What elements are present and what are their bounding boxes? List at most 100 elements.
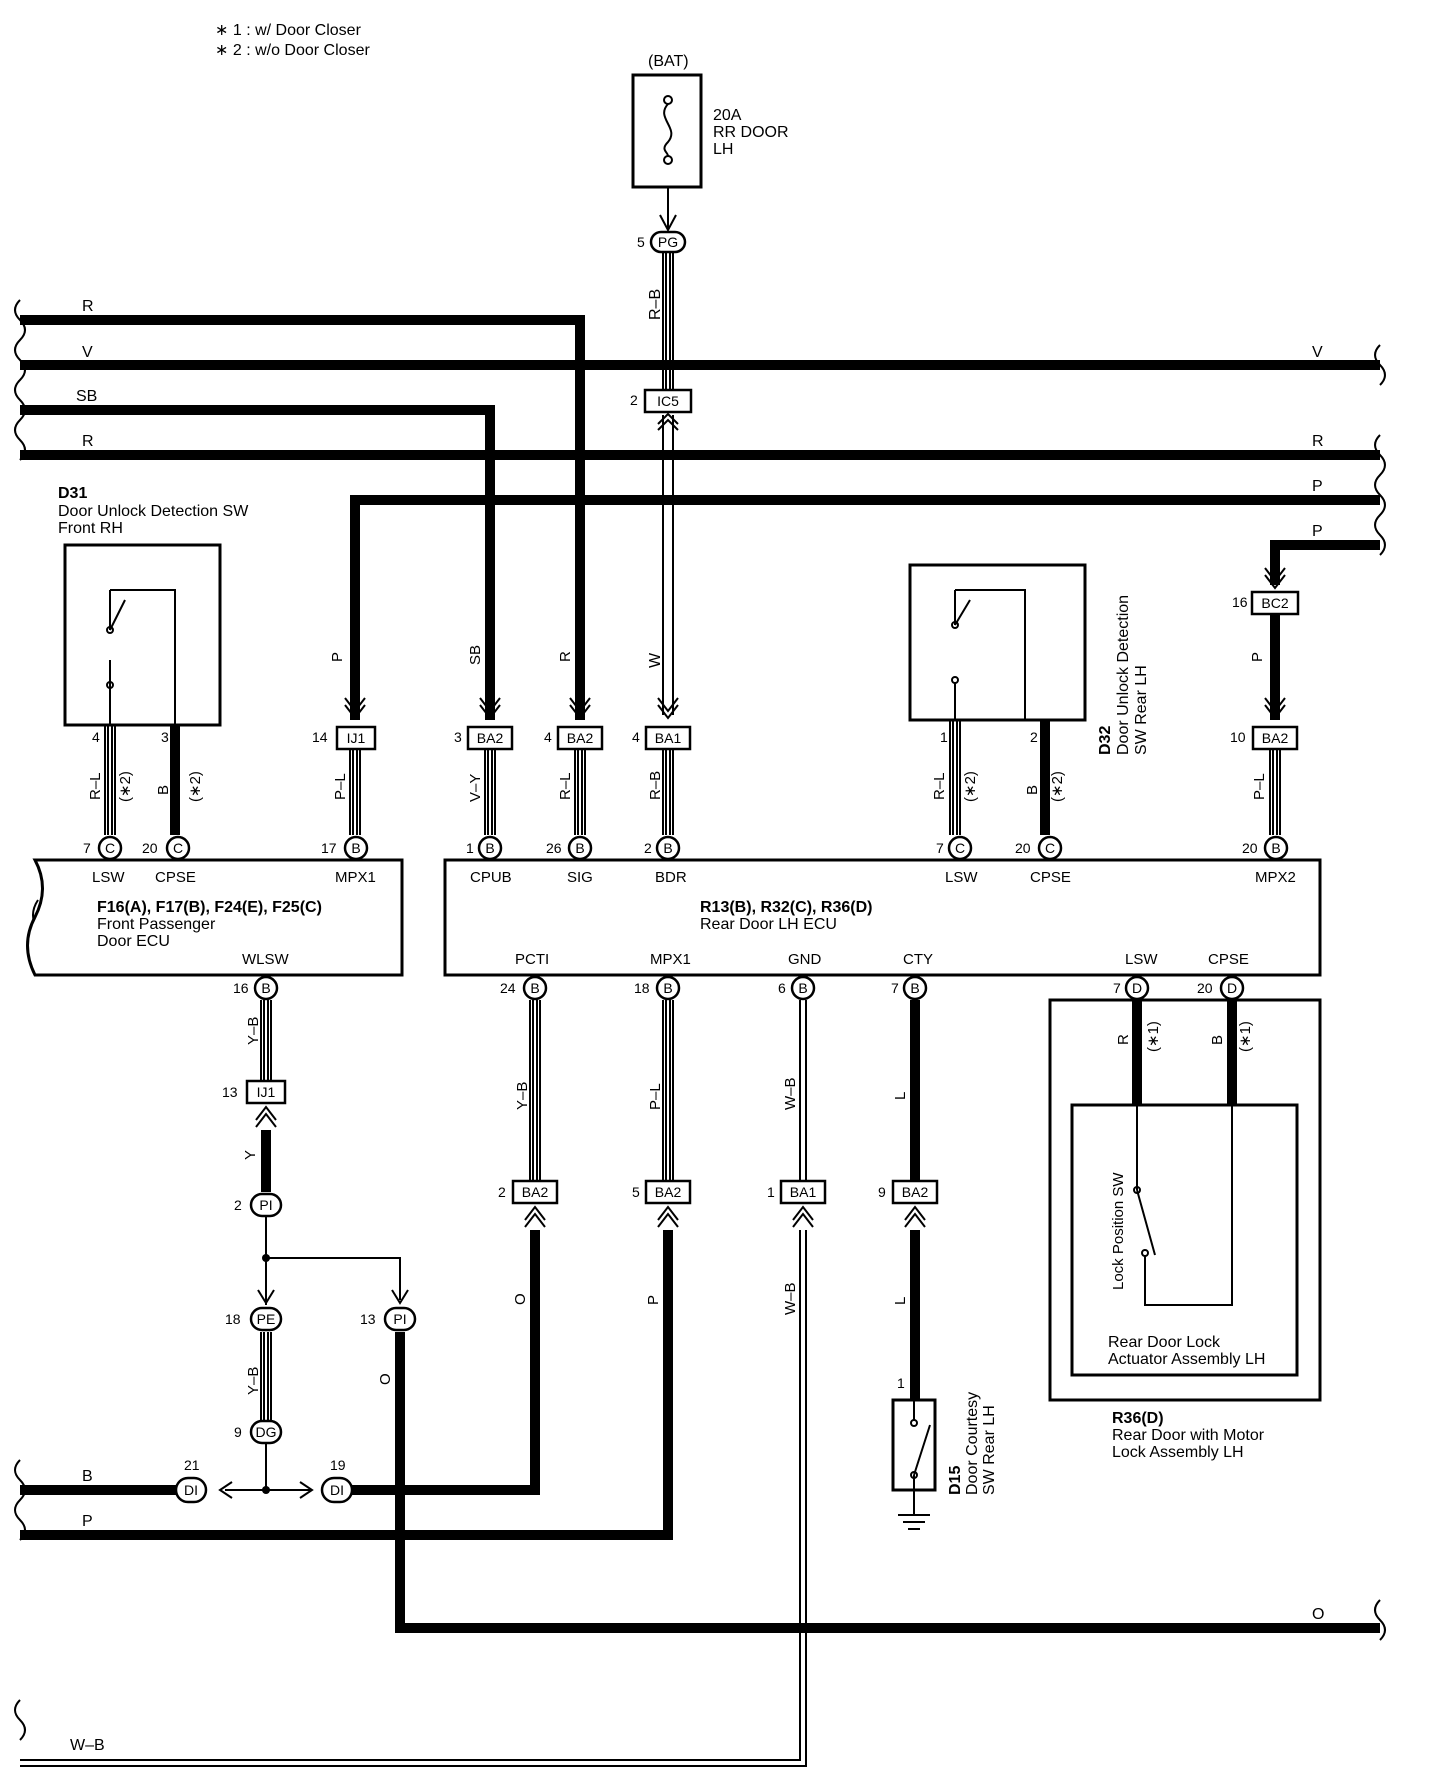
d31-line2: Front RH [58,520,123,537]
arrows-lower [255,1105,926,1228]
connector-ba2-p: BA2 [1251,725,1299,751]
connector-dg: DG [249,1419,283,1445]
lock-position-switch [1133,1105,1233,1306]
rear-term-gnd: GND [788,951,822,968]
wire-o-pcti [352,1230,540,1495]
svg-text:PI: PI [259,1197,272,1213]
svg-text:PI: PI [393,1311,406,1327]
wire-o [395,1332,1380,1633]
pin-ij1-lower: 13 [222,1084,238,1100]
connector-di-21: DI [174,1476,208,1504]
arrows-di [218,1481,314,1499]
pin-pi-upper: 2 [234,1197,242,1213]
rear-ecu-line1: Rear Door LH ECU [700,916,837,933]
pin-ic5: 2 [630,392,638,408]
wire-label-p-bc2: P [1249,652,1266,662]
wire-label-rl-d31: R–L [87,772,104,800]
wire-label-l-cty: L [892,1092,909,1100]
fuse-name-line2: LH [713,141,733,158]
junction-dot-di [262,1486,270,1494]
d32-switch [908,563,1087,722]
svg-text:PG: PG [658,234,678,250]
connector-ba2-cty: BA2 [891,1179,939,1205]
pin-di-21: 21 [184,1457,200,1473]
wire-p-mpx1 [350,495,1380,720]
pin-rear-lsw: 7 [936,840,944,856]
wire-label-yb-pe: Y–B [245,1367,262,1395]
pin-d32-1: 1 [940,729,948,745]
wire-label-wb-bottom: W–B [70,1737,105,1754]
d32-code: D32 [1097,726,1114,755]
pin-rear-sig: 26 [546,840,562,856]
pin-dg: 9 [234,1424,242,1440]
pin-rear-mpx1: 18 [634,980,650,996]
svg-text:IC5: IC5 [657,393,679,409]
pin-rear-bdr: 2 [644,840,652,856]
front-ecu-line2: Door ECU [97,933,170,950]
pin-rear-cpse: 20 [1015,840,1031,856]
rear-term-cpse: CPSE [1030,869,1071,886]
junction-dot-pi [262,1254,270,1262]
pin-rear-lsw-d: 7 [1113,980,1121,996]
pin-rear-pcti: 24 [500,980,516,996]
wire-label-v-right: V [1312,344,1323,361]
svg-text:C: C [955,840,965,856]
svg-text:BA2: BA2 [522,1184,549,1200]
svg-text:PE: PE [257,1311,276,1327]
pin-rear-cty: 7 [891,980,899,996]
option-d32-cpse: (∗2) [1049,771,1066,802]
pin-bc2: 16 [1232,594,1248,610]
wire-yb-pe-dg [260,1332,272,1420]
rear-term-lsw: LSW [945,869,978,886]
d15-switch [891,1398,937,1530]
svg-text:B: B [1271,840,1280,856]
wire-label-wb-gnd: W–B [782,1077,799,1110]
wire-label-r-top: R [82,298,94,315]
wire-label-r-ba2: R [557,651,574,662]
fuse-symbol [631,73,703,233]
lock-outer-code: R36(D) [1112,1410,1164,1427]
wire-label-l-d15: L [892,1297,909,1305]
connector-bc2: BC2 [1250,590,1300,616]
pin-front-mpx1: 17 [321,840,337,856]
pin-pe: 18 [225,1311,241,1327]
svg-text:IJ1: IJ1 [257,1084,276,1100]
wire-label-rb-fuse: R–B [647,289,664,320]
front-ecu-pin-wlsw: B [253,975,279,1001]
lock-assy-line2: Actuator Assembly LH [1108,1351,1265,1368]
wire-label-b-d31: B [155,785,172,795]
svg-text:BA1: BA1 [655,730,682,746]
pin-front-cpse: 20 [142,840,158,856]
wire-sb [20,405,495,720]
connector-di-19: DI [320,1476,354,1504]
connector-pg: PG [649,230,687,254]
note-no-door-closer: ∗ 2 : w/o Door Closer [215,42,370,59]
connector-ij1-upper: IJ1 [335,725,377,751]
wire-wb-bottom [20,1230,807,1767]
pin-di-19: 19 [330,1457,346,1473]
wires-upper-ecu [349,750,1281,835]
wire-rb-fuse [662,250,674,390]
pin-ba1-gnd: 1 [767,1184,775,1200]
wire-label-rl-sig: R–L [557,772,574,800]
connector-pe: PE [249,1306,283,1332]
arrow-ic5 [657,412,679,431]
front-term-lsw: LSW [92,869,125,886]
pin-front-wlsw: 16 [233,980,249,996]
pin-ba2-pcti: 2 [498,1184,506,1200]
rear-term-lsw-bottom: LSW [1125,951,1158,968]
rear-ecu-pins-bottom: B B B B D D [522,975,1245,1001]
rear-door-lh-ecu [443,858,1322,977]
wire-label-p-2: P [1312,523,1323,540]
wire-label-pl-mpx1: P–L [332,773,349,800]
rear-term-cty: CTY [903,951,933,968]
pin-ba2-p: 10 [1230,729,1246,745]
wire-label-pl-mpx2: P–L [1251,773,1268,800]
connector-ba1-w: BA1 [644,725,692,751]
pin-rear-mpx2: 20 [1242,840,1258,856]
svg-text:C: C [1045,840,1055,856]
front-ecu-pins-top: C C B [97,835,369,861]
svg-text:B: B [530,980,539,996]
connector-ba2-pcti: BA2 [511,1179,559,1205]
wire-label-pl-mpx1-lower: P–L [647,1083,664,1110]
